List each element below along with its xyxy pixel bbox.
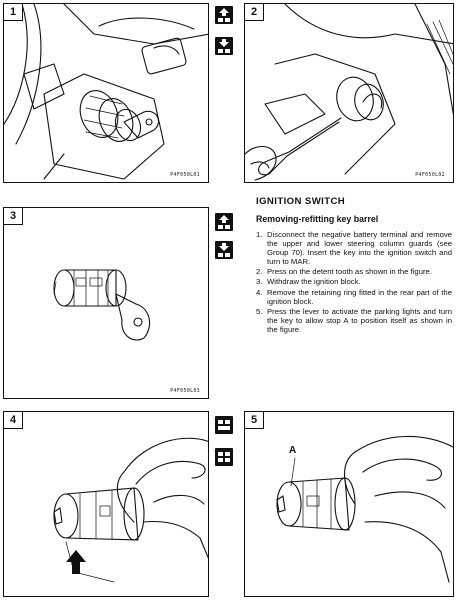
list-item: 1.Disconnect the negative battery termin… xyxy=(256,230,452,267)
figure-number: 3 xyxy=(4,208,23,225)
figure-number: 1 xyxy=(4,4,23,21)
list-item: 5.Press the lever to activate the parkin… xyxy=(256,306,452,334)
retaining-ring-illustration xyxy=(53,437,208,583)
figure-panel-4: 4 xyxy=(3,411,209,597)
figure-code: P4F050L03 xyxy=(170,388,200,394)
removal-icon xyxy=(215,6,233,24)
list-item: 4.Remove the retaining ring fitted in th… xyxy=(256,287,452,306)
callout-label-a: A xyxy=(289,445,297,456)
detent-tooth-illustration xyxy=(245,4,453,181)
ignition-block-illustration xyxy=(53,269,151,341)
list-item: 2.Press on the detent tooth as shown in … xyxy=(256,267,432,277)
figure-panel-1: 1 P4F050L01 xyxy=(3,3,209,183)
procedure-steps: 1.Disconnect the negative battery termin… xyxy=(256,230,452,335)
stop-position-illustration xyxy=(276,435,453,583)
figure-number: 5 xyxy=(245,412,264,429)
refit-icon xyxy=(215,241,233,259)
section-subtitle: Removing-refitting key barrel xyxy=(256,214,379,224)
section-title: IGNITION SWITCH xyxy=(256,196,346,207)
figure-panel-3: 3 P4F050L03 xyxy=(3,207,209,399)
figure-code: P4F050L02 xyxy=(415,172,445,178)
figure-panel-5: 5 A xyxy=(244,411,454,597)
figure-number: 2 xyxy=(245,4,264,21)
component-icon xyxy=(215,416,233,434)
removal-icon xyxy=(215,213,233,231)
figure-number: 4 xyxy=(4,412,23,429)
list-item: 3.Withdraw the ignition block. xyxy=(256,277,361,287)
refit-icon xyxy=(215,37,233,55)
figure-code: P4F050L01 xyxy=(170,172,200,178)
figure-panel-2: 2 P4F050L02 xyxy=(244,3,454,183)
assembly-icon xyxy=(215,448,233,466)
steering-column-illustration xyxy=(4,4,208,180)
